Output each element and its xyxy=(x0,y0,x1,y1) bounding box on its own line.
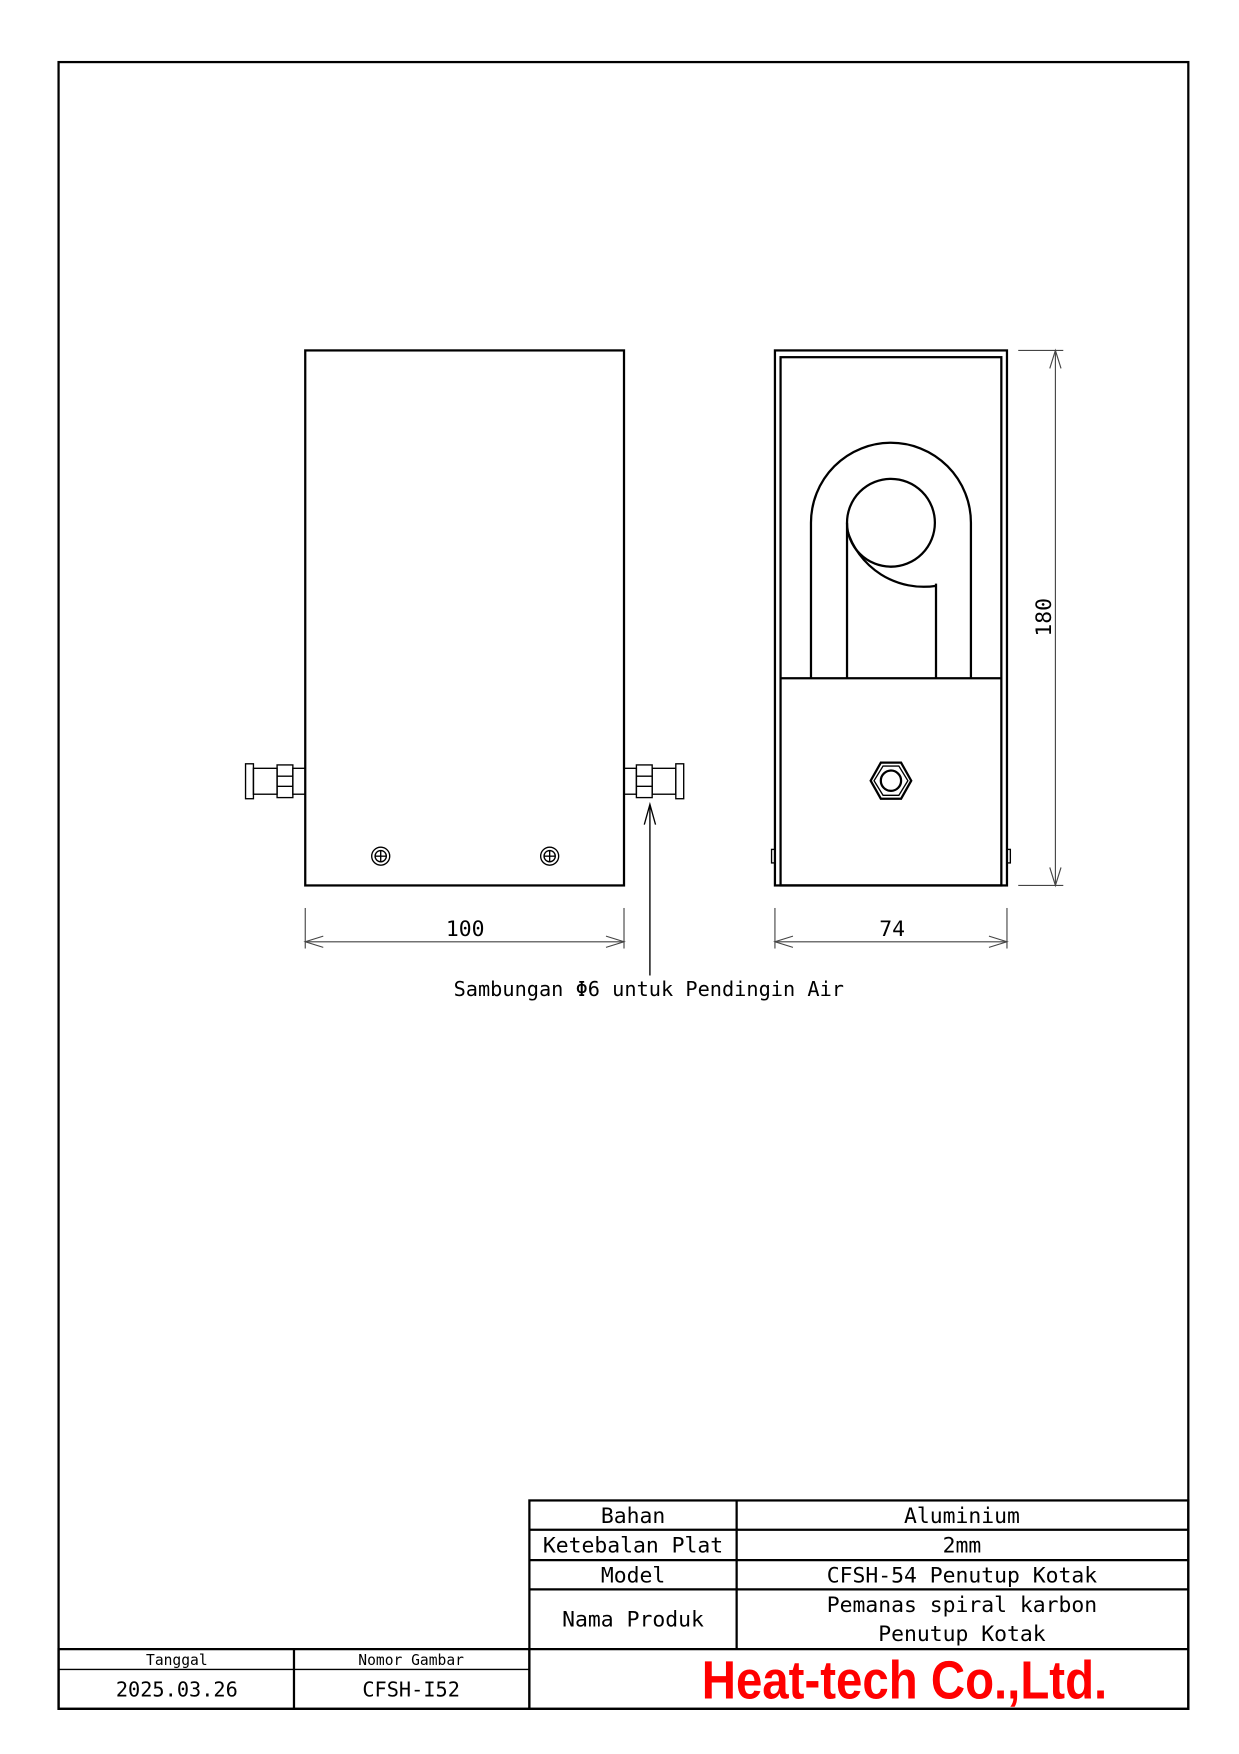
date-value: 2025.03.26 xyxy=(116,1677,238,1701)
product-name-line1: Pemanas spiral karbon xyxy=(827,1593,1097,1618)
right-fitting xyxy=(623,763,685,800)
material-label: Bahan xyxy=(601,1504,665,1529)
cooling-callout: Sambungan Φ6 untuk Pendingin Air xyxy=(454,801,844,1001)
carbon-spiral-heater xyxy=(809,441,973,679)
width-dimension: 100 xyxy=(303,907,626,949)
front-view xyxy=(244,349,685,887)
height-label: 180 xyxy=(1032,598,1057,637)
thickness-value: 2mm xyxy=(943,1533,982,1558)
title-block: Bahan Aluminium Ketebalan Plat 2mm Model… xyxy=(57,1499,1190,1711)
drawing-number-label: Nomor Gambar xyxy=(358,1652,464,1669)
depth-dimension: 74 xyxy=(773,907,1009,949)
width-label: 100 xyxy=(446,917,485,942)
thickness-label: Ketebalan Plat xyxy=(543,1533,723,1558)
depth-label: 74 xyxy=(879,917,905,942)
nut-icon xyxy=(869,761,913,800)
product-name-line2: Penutup Kotak xyxy=(878,1622,1046,1647)
company-logo: Heat-tech Co.,Ltd. xyxy=(702,1651,1107,1711)
model-value: CFSH-54 Penutup Kotak xyxy=(827,1564,1098,1589)
date-label: Tanggal xyxy=(146,1652,208,1669)
screw-icon xyxy=(371,846,391,866)
model-label: Model xyxy=(601,1564,665,1589)
height-dimension: 180 xyxy=(1018,348,1064,888)
product-name-label: Nama Produk xyxy=(562,1608,704,1633)
left-fitting xyxy=(244,763,306,800)
drawing-number-value: CFSH-I52 xyxy=(362,1677,460,1701)
material-value: Aluminium xyxy=(904,1504,1020,1529)
screw-icon xyxy=(539,846,560,866)
callout-text: Sambungan Φ6 untuk Pendingin Air xyxy=(454,977,844,1001)
side-view xyxy=(770,349,1012,887)
